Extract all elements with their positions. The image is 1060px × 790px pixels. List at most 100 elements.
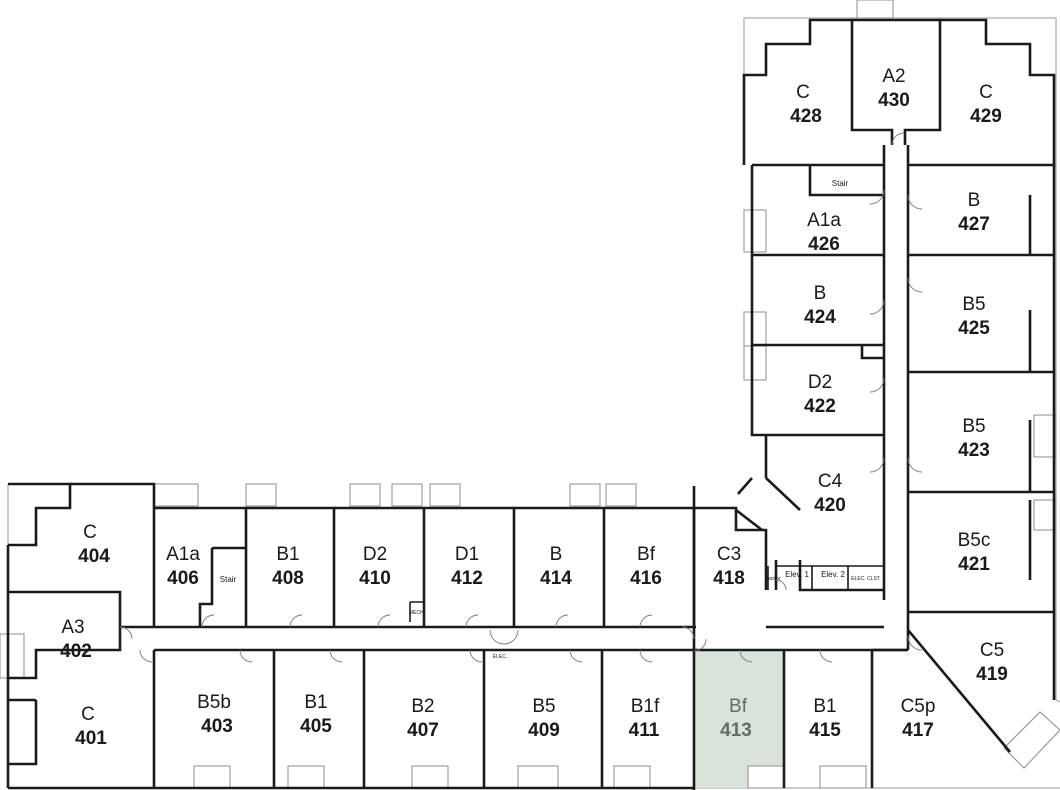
room-number-label: 419 xyxy=(976,664,1008,685)
unit-428[interactable]: C 428 xyxy=(790,82,822,127)
room-number-label: 422 xyxy=(804,396,836,417)
room-type-label: B5c xyxy=(958,530,991,551)
room-type-label: A1a xyxy=(807,210,841,231)
room-type-label: B5 xyxy=(962,294,985,315)
room-type-label: B1 xyxy=(276,544,299,565)
room-number-label: 408 xyxy=(272,568,304,589)
room-number-label: 425 xyxy=(958,318,990,339)
room-number-label: 410 xyxy=(359,568,391,589)
room-type-label: B5 xyxy=(532,696,555,717)
room-type-label: C3 xyxy=(717,544,741,565)
room-type-label: C5 xyxy=(980,640,1004,661)
inner-walls xyxy=(409,565,884,622)
utility-labels: Stair Stair Elev. 1 Elev. 2 ELEC. CLST. … xyxy=(220,179,881,660)
room-type-label: C xyxy=(796,82,810,103)
janitor-label: Janitor xyxy=(765,576,780,582)
elevator-2-label: Elev. 2 xyxy=(821,570,845,579)
room-number-label: 403 xyxy=(201,716,233,737)
room-number-label: 409 xyxy=(528,720,560,741)
room-number-label: 412 xyxy=(451,568,483,589)
stair-top-label: Stair xyxy=(832,179,849,188)
room-type-label: C5p xyxy=(901,696,936,717)
room-number-label: 407 xyxy=(407,720,439,741)
unit-429[interactable]: C 429 xyxy=(970,82,1002,127)
mech-label: MECH. xyxy=(409,610,425,616)
unit-401[interactable]: C 401 xyxy=(75,704,107,749)
unit-414[interactable]: B 414 xyxy=(540,544,572,589)
room-number-label: 402 xyxy=(60,641,92,662)
room-type-label: C xyxy=(979,82,993,103)
room-number-label: 404 xyxy=(78,546,110,567)
room-type-label: A2 xyxy=(882,66,905,87)
unit-413-highlight xyxy=(695,650,783,788)
room-number-label: 424 xyxy=(804,307,836,328)
room-number-label: 423 xyxy=(958,440,990,461)
room-number-label: 430 xyxy=(878,90,910,111)
doors xyxy=(119,132,923,663)
room-number-label: 414 xyxy=(540,568,572,589)
room-type-label: B5b xyxy=(197,692,231,713)
room-number-label: 417 xyxy=(902,720,934,741)
elec-closet-label: ELEC. CLST. xyxy=(851,576,880,582)
room-number-label: 428 xyxy=(790,106,822,127)
room-number-label: 421 xyxy=(958,554,990,575)
room-type-label: B1 xyxy=(304,692,327,713)
room-type-label: B xyxy=(814,283,827,304)
stair-left-label: Stair xyxy=(220,575,237,584)
room-number-label: 416 xyxy=(630,568,662,589)
room-number-label: 420 xyxy=(814,495,846,516)
room-type-label: Bf xyxy=(637,544,656,565)
elec-label: ELEC. xyxy=(493,654,507,660)
unit-416[interactable]: Bf 416 xyxy=(630,544,662,589)
room-number-label: 429 xyxy=(970,106,1002,127)
room-type-label: B1f xyxy=(631,696,660,717)
room-type-label: D1 xyxy=(455,544,479,565)
room-type-label: B5 xyxy=(962,416,985,437)
room-type-label: D2 xyxy=(808,372,832,393)
room-number-label: 413 xyxy=(720,720,752,741)
room-type-label: C xyxy=(81,704,95,725)
room-number-label: 401 xyxy=(75,728,107,749)
room-type-label: A1a xyxy=(166,544,200,565)
room-type-label: B xyxy=(968,190,981,211)
room-type-label: A3 xyxy=(61,617,84,638)
room-type-label: B2 xyxy=(411,696,434,717)
room-number-label: 411 xyxy=(629,720,660,741)
room-type-label: B xyxy=(550,544,563,565)
room-number-label: 426 xyxy=(808,234,840,255)
walls xyxy=(6,18,1056,790)
unit-424[interactable]: B 424 xyxy=(804,283,836,328)
room-type-label: D2 xyxy=(363,544,387,565)
room-number-label: 415 xyxy=(809,720,841,741)
room-number-label: 418 xyxy=(713,568,745,589)
room-type-label: B1 xyxy=(813,696,836,717)
room-number-label: 405 xyxy=(300,716,332,737)
